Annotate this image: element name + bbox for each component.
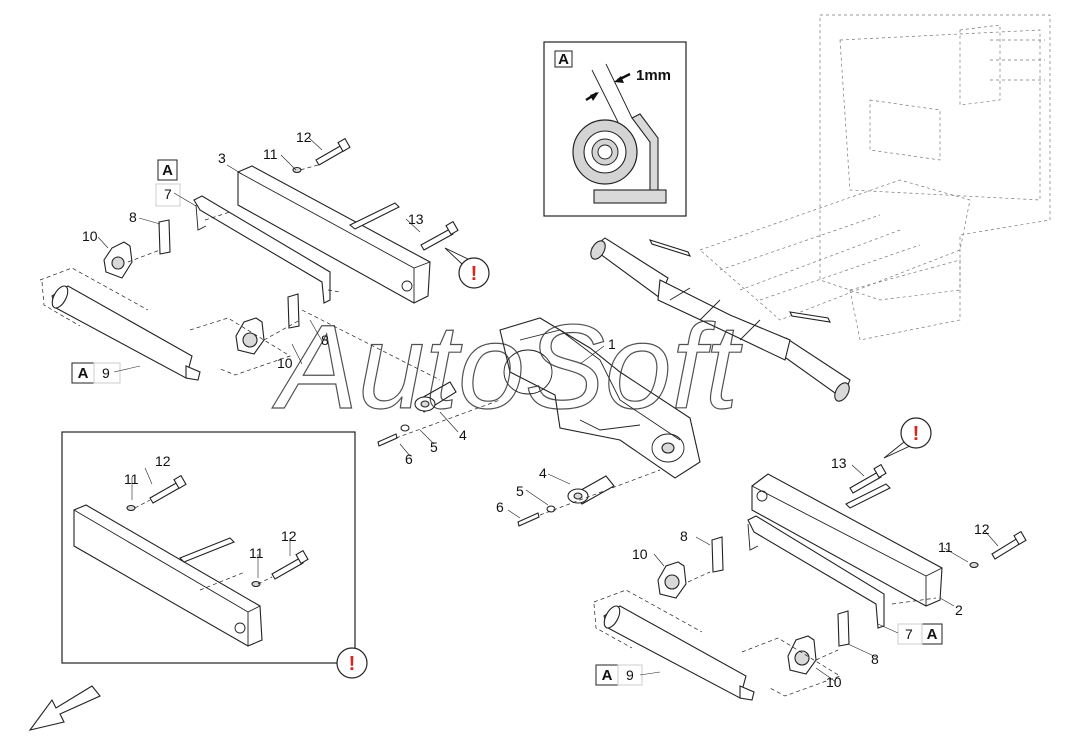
ref-box-a-right: A — [921, 623, 943, 645]
callout-5: 5 — [516, 483, 524, 499]
callout-3: 3 — [218, 150, 226, 166]
warning-icon: ! — [336, 647, 368, 679]
callout-2: 2 — [955, 602, 963, 618]
svg-text:A: A — [927, 626, 938, 643]
warning-icon: ! — [883, 417, 932, 459]
callout-10: 10 — [277, 355, 293, 371]
beam-3 — [237, 165, 431, 304]
watermark: AutoSoft — [272, 300, 743, 434]
svg-text:A: A — [602, 667, 613, 684]
installed-roller-assembly — [590, 237, 851, 402]
ref-box-a-left-lower: A — [71, 362, 95, 384]
dimension-label: 1mm — [636, 67, 671, 84]
warning-icon: ! — [444, 247, 490, 289]
svg-text:!: ! — [349, 653, 356, 675]
svg-text:A: A — [78, 365, 89, 382]
callout-7: 7 — [905, 626, 913, 642]
upper-left-assembly: ! — [39, 137, 490, 381]
detail-view-label: A — [558, 51, 569, 68]
plate-7-right — [747, 515, 885, 629]
callout-12: 12 — [155, 453, 171, 469]
callout-13: 13 — [408, 211, 424, 227]
callout-12: 12 — [974, 521, 990, 537]
center-arm-assembly-1 — [377, 317, 701, 527]
detail-view-a: A 1mm — [543, 41, 687, 217]
svg-text:A: A — [162, 162, 173, 179]
callout-11: 11 — [124, 471, 139, 487]
callout-8: 8 — [129, 209, 137, 225]
callout-11: 11 — [938, 539, 953, 555]
callout-7: 7 — [164, 186, 172, 202]
lower-right-assembly: ! — [593, 417, 1027, 701]
callout-9: 9 — [626, 667, 634, 683]
callout-10: 10 — [826, 674, 842, 690]
svg-text:!: ! — [913, 423, 920, 445]
direction-arrow-icon — [28, 685, 101, 731]
plate-7-left — [193, 195, 331, 304]
callout-4: 4 — [459, 427, 467, 443]
callout-8: 8 — [321, 332, 329, 348]
callout-11: 11 — [249, 545, 264, 561]
callout-10: 10 — [82, 228, 98, 244]
callout-8: 8 — [680, 528, 688, 544]
ref-box-a-left-upper: A — [157, 159, 178, 181]
callout-9: 9 — [102, 365, 110, 381]
svg-text:!: ! — [471, 263, 478, 285]
callout-4: 4 — [539, 465, 547, 481]
callout-11: 11 — [263, 146, 278, 162]
callout-12: 12 — [281, 528, 297, 544]
callout-10: 10 — [632, 546, 648, 562]
callout-5: 5 — [430, 439, 438, 455]
beam-2 — [751, 473, 943, 607]
inset-view-box: ! — [61, 431, 368, 679]
callout-13: 13 — [831, 455, 847, 471]
machine-frame-ghost — [699, 14, 1051, 341]
callout-12: 12 — [296, 129, 312, 145]
callout-6: 6 — [496, 499, 504, 515]
callout-6: 6 — [405, 451, 413, 467]
callout-1: 1 — [608, 336, 616, 352]
callout-8: 8 — [871, 651, 879, 667]
ref-box-a-right-lower: A — [595, 664, 619, 686]
